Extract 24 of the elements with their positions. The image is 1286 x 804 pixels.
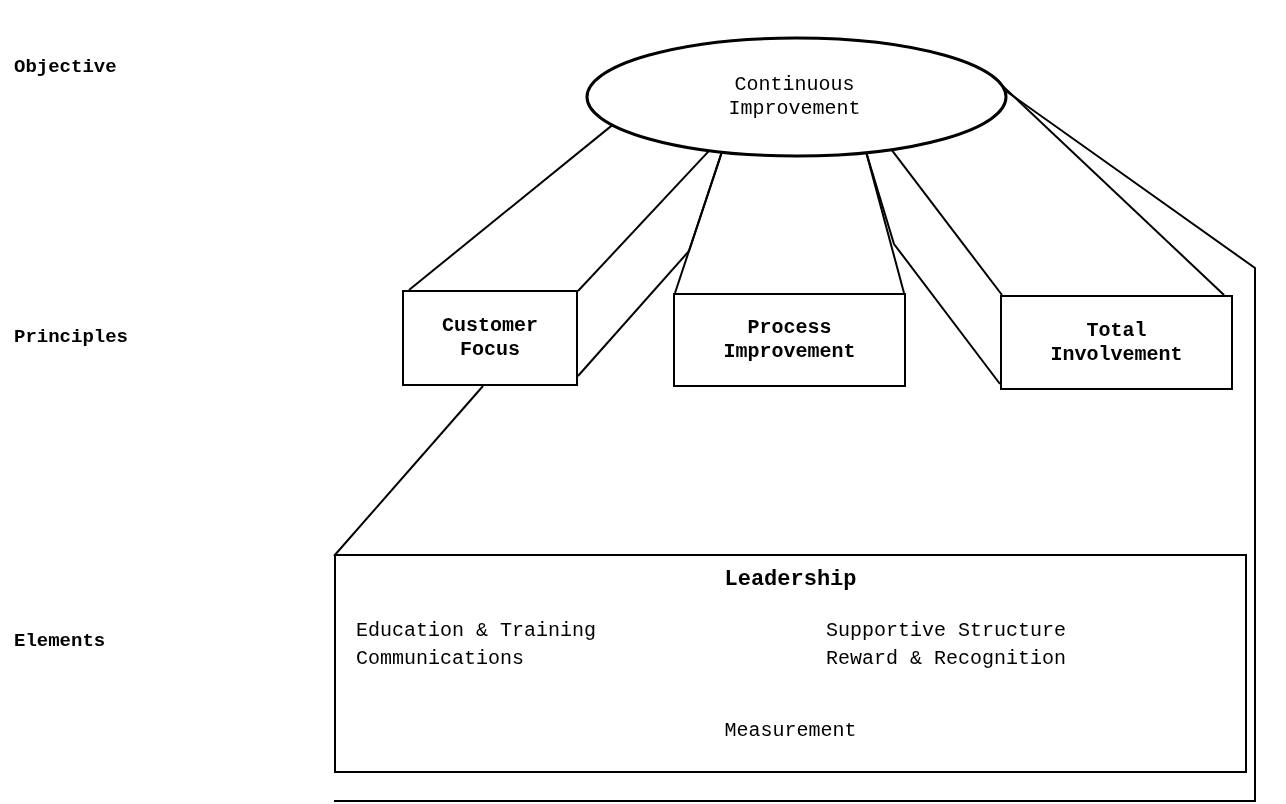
row-label: Objective	[14, 56, 117, 78]
objective-ellipse	[585, 36, 1008, 158]
node-text: Continuous Improvement	[727, 73, 862, 121]
connector-line	[333, 385, 484, 557]
node-text: Communications	[356, 647, 525, 671]
node-text: Education & Training	[356, 619, 597, 643]
node-text: Measurement	[723, 719, 858, 743]
principle-box	[1000, 295, 1233, 390]
principle-box	[402, 290, 578, 386]
elements-box	[334, 554, 1247, 773]
row-label: Principles	[14, 326, 129, 348]
principle-box	[673, 293, 906, 387]
connector-line	[890, 148, 1003, 296]
connector-line	[577, 151, 723, 377]
node-text: Process Improvement	[722, 316, 857, 364]
node-text: Customer Focus	[441, 314, 539, 362]
connector-line	[333, 88, 1256, 802]
connector-line	[577, 149, 711, 292]
connector-line	[408, 124, 614, 291]
node-text: Reward & Recognition	[826, 647, 1067, 671]
node-text: Total Involvement	[1049, 318, 1184, 367]
row-label: Elements	[14, 630, 106, 652]
node-text: Leadership	[723, 568, 858, 592]
node-text: Supportive Structure	[826, 619, 1067, 643]
